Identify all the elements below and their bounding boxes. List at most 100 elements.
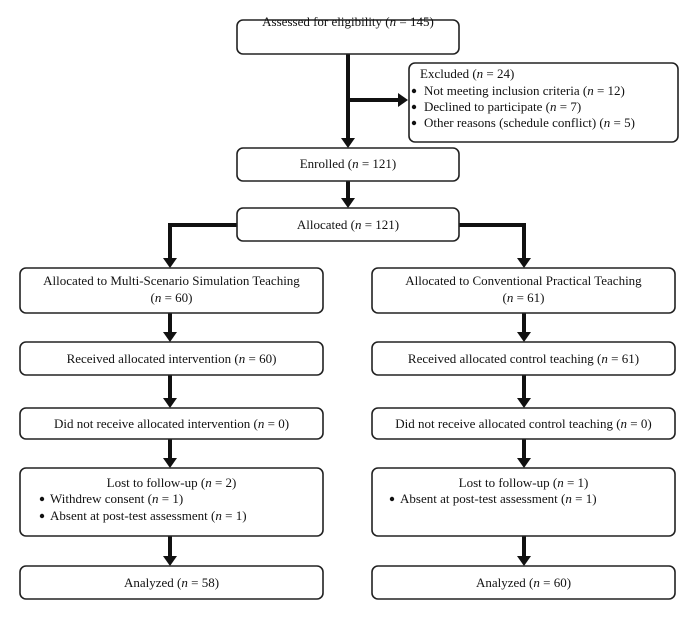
text-segment: = 145) xyxy=(396,14,434,29)
analyzed-right-line-0: Analyzed (n = 60) xyxy=(476,575,571,590)
sample-size-symbol: n xyxy=(355,217,362,232)
bullet-icon xyxy=(389,496,395,502)
sample-size-symbol: n xyxy=(507,290,514,305)
text-segment: Enrolled ( xyxy=(300,156,352,171)
sample-size-symbol: n xyxy=(155,290,162,305)
excluded-line-0: Excluded (n = 24) xyxy=(420,66,514,81)
received-right-frame xyxy=(371,341,676,376)
text-segment: Absent at post-test assessment ( xyxy=(50,508,215,523)
text-segment: = 1) xyxy=(564,475,589,490)
lost-right-line-1: Absent at post-test assessment (n = 1) xyxy=(400,491,597,506)
text-segment: ( xyxy=(150,290,154,305)
arrow-head-icon xyxy=(517,332,531,342)
arrow-alloc-left-to-received-left xyxy=(163,313,177,342)
sample-size-symbol: n xyxy=(215,508,222,523)
bullet-icon xyxy=(39,496,45,502)
text-segment: Received allocated control teaching ( xyxy=(408,351,601,366)
text-segment: Analyzed ( xyxy=(476,575,533,590)
alloc-left-frame xyxy=(19,267,324,314)
text-segment: = 2) xyxy=(212,475,237,490)
arrow-notreceived-right-to-lost-right xyxy=(517,439,531,468)
sample-size-symbol: n xyxy=(601,351,608,366)
text-segment: Absent at post-test assessment ( xyxy=(400,491,565,506)
allocated-line-0: Allocated (n = 121) xyxy=(297,217,399,232)
sample-size-symbol: n xyxy=(352,156,359,171)
arrow-head-icon xyxy=(517,258,531,268)
sample-size-symbol: n xyxy=(390,14,397,29)
sample-size-symbol: n xyxy=(205,475,212,490)
analyzed-right-box: Analyzed (n = 60) xyxy=(371,565,676,600)
text-segment: Other reasons (schedule conflict) ( xyxy=(424,115,604,130)
enrolled-line-0: Enrolled (n = 121) xyxy=(300,156,397,171)
received-left-frame xyxy=(19,341,324,376)
arrow-received-right-to-notreceived-right xyxy=(517,375,531,408)
arrow-notreceived-left-to-lost-left xyxy=(163,439,177,468)
sample-size-symbol: n xyxy=(621,416,628,431)
text-segment: = 60) xyxy=(161,290,192,305)
alloc-left-line-1: (n = 60) xyxy=(150,290,192,305)
received-left-line-0: Received allocated intervention (n = 60) xyxy=(67,351,277,366)
text-segment: = 5) xyxy=(610,115,635,130)
bullet-icon xyxy=(411,104,417,110)
lost-right-frame xyxy=(371,467,676,537)
sample-size-symbol: n xyxy=(550,99,557,114)
allocated-frame xyxy=(236,207,460,242)
text-segment: = 61) xyxy=(608,351,639,366)
received-left-box: Received allocated intervention (n = 60) xyxy=(19,341,324,376)
arrow-head-icon xyxy=(163,458,177,468)
text-segment: = 121) xyxy=(361,217,399,232)
arrow-head-icon xyxy=(517,398,531,408)
lost-left-line-2: Absent at post-test assessment (n = 1) xyxy=(50,508,247,523)
arrow-head-icon xyxy=(398,93,408,107)
sample-size-symbol: n xyxy=(587,83,594,98)
excluded-line-3: Other reasons (schedule conflict) (n = 5… xyxy=(424,115,635,130)
arrow-head-icon xyxy=(163,258,177,268)
alloc-right-frame xyxy=(371,267,676,314)
analyzed-right-frame xyxy=(371,565,676,600)
lost-right-box: Lost to follow-up (n = 1)Absent at post-… xyxy=(371,467,676,537)
notreceived-right-line-0: Did not receive allocated control teachi… xyxy=(395,416,651,431)
text-segment: Did not receive allocated intervention ( xyxy=(54,416,258,431)
text-segment: Did not receive allocated control teachi… xyxy=(395,416,620,431)
text-segment: = 24) xyxy=(483,66,514,81)
arrow-allocated-to-alloc-left xyxy=(163,223,237,268)
allocated-box: Allocated (n = 121) xyxy=(236,207,460,242)
text-segment: = 1) xyxy=(572,491,597,506)
arrow-allocated-to-alloc-right xyxy=(459,223,531,268)
text-segment: = 60) xyxy=(540,575,571,590)
connectors xyxy=(163,54,531,566)
alloc-right-line-0: Allocated to Conventional Practical Teac… xyxy=(405,273,642,288)
text-segment: = 121) xyxy=(359,156,397,171)
arrow-lost-left-to-analyzed-left xyxy=(163,536,177,566)
lost-left-line-0: Lost to follow-up (n = 2) xyxy=(107,475,237,490)
excluded-line-2: Declined to participate (n = 7) xyxy=(424,99,581,114)
text-segment: Excluded ( xyxy=(420,66,477,81)
arrow-head-icon xyxy=(163,556,177,566)
excluded-line-1: Not meeting inclusion criteria (n = 12) xyxy=(424,83,625,98)
sample-size-symbol: n xyxy=(565,491,572,506)
arrow-head-icon xyxy=(341,198,355,208)
arrow-lost-right-to-analyzed-right xyxy=(517,536,531,566)
text-segment: = 0) xyxy=(264,416,289,431)
assessed-line-0: Assessed for eligibility (n = 145) xyxy=(262,14,434,29)
text-segment: Declined to participate ( xyxy=(424,99,550,114)
sample-size-symbol: n xyxy=(533,575,540,590)
text-segment: Lost to follow-up ( xyxy=(459,475,558,490)
text-segment: Lost to follow-up ( xyxy=(107,475,206,490)
bullet-icon xyxy=(39,513,45,519)
text-segment: Not meeting inclusion criteria ( xyxy=(424,83,587,98)
alloc-right-line-1: (n = 61) xyxy=(502,290,544,305)
text-segment: = 58) xyxy=(188,575,219,590)
text-segment: = 61) xyxy=(513,290,544,305)
sample-size-symbol: n xyxy=(477,66,484,81)
arrow-head-icon xyxy=(517,458,531,468)
arrow-head-icon xyxy=(517,556,531,566)
text-segment: Received allocated intervention ( xyxy=(67,351,239,366)
lost-left-box: Lost to follow-up (n = 2)Withdrew consen… xyxy=(19,467,324,537)
notreceived-right-box: Did not receive allocated control teachi… xyxy=(371,407,676,440)
excluded-frame xyxy=(408,62,679,143)
text-segment: = 1) xyxy=(222,508,247,523)
sample-size-symbol: n xyxy=(258,416,265,431)
text-segment: = 7) xyxy=(556,99,581,114)
